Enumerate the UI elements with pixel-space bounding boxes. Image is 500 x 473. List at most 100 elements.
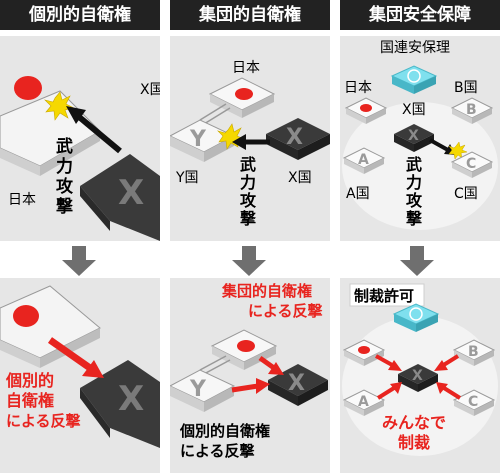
- b-country-block: B: [450, 97, 494, 124]
- response-line-2: 自衛権: [6, 391, 54, 410]
- un-block: [392, 303, 440, 332]
- a-country-block: A: [342, 389, 386, 416]
- hinomaru-circle: [235, 88, 253, 100]
- collective-response-line-2: による反撃: [248, 302, 323, 320]
- label-un-security-council: 国連安保理: [380, 40, 450, 56]
- y-country-block: Y: [170, 369, 236, 412]
- panel-individual-bottom: X 個別的 自衛権 による反撃: [0, 278, 160, 473]
- un-emblem-icon: [407, 69, 421, 83]
- attack-label-1: 武: [56, 136, 73, 157]
- x-country-block: X: [394, 124, 434, 152]
- japan-flag-block: [208, 77, 276, 118]
- attack-label-1: 武: [406, 155, 422, 174]
- attack-label-2: 力: [240, 173, 256, 192]
- a-block-letter: A: [358, 152, 369, 168]
- attack-label-4: 撃: [240, 209, 256, 228]
- label-y-country: Y国: [175, 170, 199, 186]
- label-x-country: X国: [402, 102, 426, 118]
- individual-response-line-1: 個別的自衛権: [179, 422, 270, 440]
- attack-label-3: 攻: [56, 176, 74, 197]
- sanction-line-1: みんなで: [382, 413, 446, 432]
- sanction-line-2: 制裁: [398, 433, 430, 452]
- x-country-block: X: [268, 364, 328, 406]
- attack-label-1: 武: [240, 155, 256, 174]
- counterattack-arrow: [47, 337, 104, 378]
- label-c-country: C国: [454, 186, 478, 202]
- c-country-block: C: [450, 151, 494, 178]
- down-arrow-icon: [232, 246, 266, 276]
- explosion-icon: [44, 91, 75, 121]
- x-country-block: X: [80, 154, 160, 241]
- hinomaru-circle: [14, 76, 42, 100]
- panel-security-top: 国連安保理 日本 B国 B X国 X: [340, 36, 500, 241]
- panel-collective-bottom: 集団的自衛権 による反撃 Y X 個別的自衛: [170, 278, 330, 473]
- x-block-letter: X: [288, 371, 305, 396]
- japan-flag-block: [210, 329, 278, 370]
- attack-arrow: [232, 134, 270, 150]
- response-line-3: による反撃: [6, 412, 81, 430]
- x-block-letter: X: [286, 125, 303, 150]
- label-x-country: X国: [288, 170, 312, 186]
- attack-label-3: 攻: [240, 191, 257, 210]
- x-country-block: X: [266, 118, 330, 160]
- b-country-block: B: [452, 339, 496, 366]
- b-block-letter: B: [466, 102, 477, 118]
- attack-label-4: 撃: [56, 196, 73, 217]
- attack-label-4: 撃: [406, 209, 422, 228]
- japan-flag-block: [0, 285, 101, 368]
- c-block-letter: C: [468, 394, 478, 410]
- y-block-letter: Y: [189, 127, 207, 152]
- sanction-arrow-c: [436, 382, 462, 400]
- x-block-letter: X: [118, 379, 144, 419]
- panel-security-bottom: 制裁許可 B X A: [340, 278, 500, 473]
- attack-arrow: [66, 106, 122, 154]
- x-country-block: X: [398, 364, 438, 392]
- hinomaru-circle: [237, 340, 255, 352]
- column-header-security: 集団安全保障: [340, 0, 500, 30]
- x-block-letter: X: [412, 368, 423, 384]
- counterattack-arrow-japan: [258, 355, 284, 375]
- y-block-letter: Y: [189, 377, 207, 402]
- column-header-collective: 集団的自衛権: [170, 0, 330, 30]
- panel-collective-top: 日本 Y X Y国 X国 武: [170, 36, 330, 241]
- down-arrow-icon: [400, 246, 434, 276]
- japan-flag-block: [0, 76, 101, 176]
- label-a-country: A国: [346, 186, 370, 202]
- explosion-icon: [216, 123, 246, 150]
- sanction-arrow-japan: [375, 354, 402, 371]
- sanction-arrow-b: [434, 354, 460, 371]
- hinomaru-circle: [358, 346, 370, 354]
- hinomaru-circle: [360, 104, 372, 112]
- label-b-country: B国: [454, 80, 478, 96]
- explosion-icon: [448, 141, 468, 160]
- label-japan: 日本: [232, 60, 260, 76]
- individual-response-line-2: による反撃: [180, 442, 255, 460]
- down-arrows: [62, 246, 434, 276]
- permission-label: 制裁許可: [354, 287, 414, 305]
- column-header-individual: 個別的自衛権: [0, 0, 160, 30]
- panel-individual-top: X X国 日本 武 力 攻 撃: [0, 36, 160, 241]
- un-block: [390, 65, 438, 94]
- a-country-block: A: [342, 147, 386, 174]
- label-japan: 日本: [344, 80, 372, 96]
- x-block-letter: X: [408, 128, 419, 144]
- label-japan: 日本: [8, 192, 36, 208]
- a-block-letter: A: [358, 394, 369, 410]
- hinomaru-circle: [13, 305, 39, 327]
- response-line-1: 個別的: [5, 371, 54, 390]
- japan-flag-block: [342, 339, 386, 366]
- attack-label-2: 力: [406, 173, 422, 192]
- japan-flag-block: [344, 97, 388, 124]
- collective-response-line-1: 集団的自衛権: [221, 282, 312, 300]
- attack-label-3: 攻: [406, 191, 423, 210]
- x-block-letter: X: [118, 173, 144, 213]
- sanction-arrow-a: [376, 382, 402, 400]
- attack-label-2: 力: [56, 156, 73, 177]
- c-country-block: C: [452, 389, 496, 416]
- b-block-letter: B: [468, 344, 479, 360]
- down-arrow-icon: [62, 246, 96, 276]
- counterattack-arrow-y: [231, 378, 270, 394]
- x-country-block: X: [80, 360, 160, 448]
- label-x-country: X国: [140, 82, 160, 98]
- c-block-letter: C: [466, 156, 476, 172]
